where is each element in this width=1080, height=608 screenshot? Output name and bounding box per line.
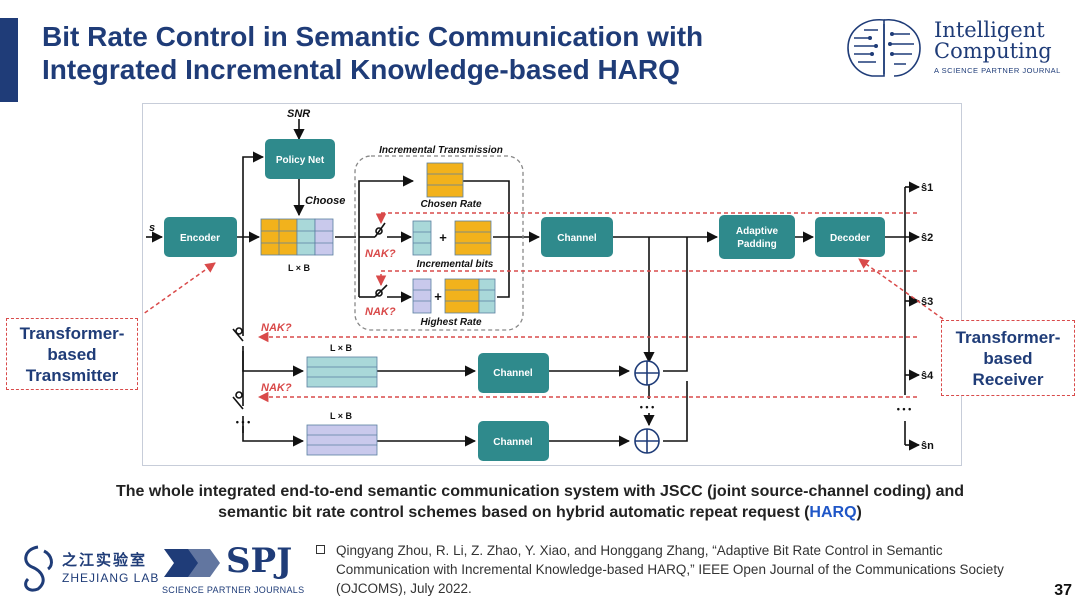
reference-text: Qingyang Zhou, R. Li, Z. Zhao, Y. Xiao, … xyxy=(336,543,1004,596)
transmitter-label-box: Transformer- based Transmitter xyxy=(6,318,138,390)
diagram-canvas: SNR Policy Net Choose s Encoder L × B In… xyxy=(143,108,944,461)
brain-circuit-icon xyxy=(847,19,921,77)
output-s4: ŝ4 xyxy=(921,370,934,382)
zhejiang-lab-emblem-icon xyxy=(24,545,53,592)
incremental-transmission-label: Incremental Transmission xyxy=(379,145,503,156)
slide-title-line1: Bit Rate Control in Semantic Communicati… xyxy=(42,21,704,52)
page-number: 37 xyxy=(1054,582,1072,599)
decoder-label: Decoder xyxy=(830,233,870,244)
channel-label-3: Channel xyxy=(493,437,533,448)
output-s2: ŝ2 xyxy=(921,232,933,244)
dots-right: • • • xyxy=(897,404,911,414)
dots-middle: • • • xyxy=(640,402,654,412)
tx-label-line1: Transformer- xyxy=(19,324,125,343)
reference-bullet-icon xyxy=(316,545,325,554)
encoder-label: Encoder xyxy=(180,233,220,244)
snr-label: SNR xyxy=(287,108,310,120)
chosen-rate-label: Chosen Rate xyxy=(420,199,482,210)
caption-text: The whole integrated end-to-end semantic… xyxy=(115,483,965,521)
output-s1: ŝ1 xyxy=(921,182,933,194)
nak-label-2: NAK? xyxy=(365,306,396,318)
output-s3: ŝ3 xyxy=(921,296,933,308)
nak-label-1: NAK? xyxy=(365,248,396,260)
lxb-label-2: L × B xyxy=(330,343,353,353)
spj-hexagon-icon xyxy=(164,549,220,577)
switch-icons xyxy=(232,222,388,410)
rx-label-line2: based xyxy=(983,349,1033,368)
adaptive-padding-label-2: Padding xyxy=(737,239,776,250)
spj-logo: SPJ SCIENCE PARTNER JOURNALS xyxy=(160,541,304,599)
plus-label-1: + xyxy=(439,230,447,245)
adaptive-padding-label-1: Adaptive xyxy=(736,226,779,237)
system-diagram: SNR Policy Net Choose s Encoder L × B In… xyxy=(142,103,962,466)
caption-end: ) xyxy=(856,504,862,521)
nak-label-3: NAK? xyxy=(261,322,292,334)
output-sn: ŝn xyxy=(921,440,934,452)
channel-label-2: Channel xyxy=(493,368,533,379)
lxb-label-3: L × B xyxy=(330,411,353,421)
slide-title-line2: Integrated Incremental Knowledge-based H… xyxy=(42,54,680,85)
spj-tagline: SCIENCE PARTNER JOURNALS xyxy=(162,585,305,595)
rx-label-line1: Transformer- xyxy=(955,328,1061,347)
tx-label-line3: Transmitter xyxy=(25,366,119,385)
intelligent-computing-tagline: A SCIENCE PARTNER JOURNAL xyxy=(934,66,1061,75)
input-s-label: s xyxy=(149,222,155,234)
intelligent-computing-wordmark: Intelligent Computing xyxy=(934,18,1052,63)
plus-label-2: + xyxy=(434,289,442,304)
title-accent-bar xyxy=(0,18,18,102)
caption-highlight: HARQ xyxy=(809,504,857,521)
policy-net-label: Policy Net xyxy=(276,155,325,166)
nak-label-4: NAK? xyxy=(261,382,292,394)
receiver-label-box: Transformer- based Receiver xyxy=(941,320,1075,396)
dots-left: • • • xyxy=(236,417,250,427)
slide-title: Bit Rate Control in Semantic Communicati… xyxy=(42,20,822,86)
channel-label-main: Channel xyxy=(557,233,597,244)
zhejiang-lab-cn-name: 之江实验室 xyxy=(62,552,148,569)
combiner-icons xyxy=(634,360,660,454)
lxb-label-main: L × B xyxy=(288,263,311,273)
tx-label-line2: based xyxy=(47,345,97,364)
zhejiang-lab-en-name: ZHEJIANG LAB xyxy=(62,571,160,585)
choose-label: Choose xyxy=(305,195,345,207)
spj-wordmark: SPJ xyxy=(226,541,293,581)
rx-label-line3: Receiver xyxy=(972,370,1044,389)
intelligent-computing-logo: Intelligent Computing A SCIENCE PARTNER … xyxy=(836,14,1072,86)
highest-rate-label: Highest Rate xyxy=(420,317,482,328)
zhejiang-lab-logo: 之江实验室 ZHEJIANG LAB xyxy=(18,541,160,599)
figure-caption: The whole integrated end-to-end semantic… xyxy=(100,481,980,523)
incremental-bits-label: Incremental bits xyxy=(417,259,494,270)
